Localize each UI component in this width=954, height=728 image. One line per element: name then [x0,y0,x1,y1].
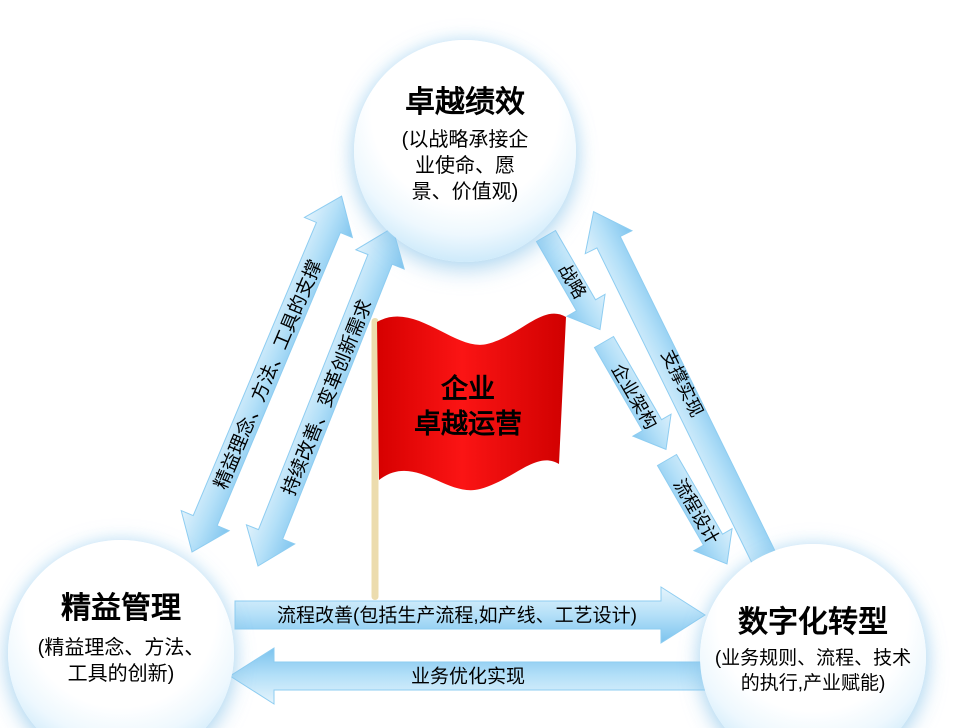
node-lean-management: 精益管理 (精益理念、方法、工具的创新) [8,540,234,728]
node-title: 精益管理 [61,592,181,625]
node-subtitle: (以战略承接企业使命、愿景、价值观) [401,129,529,203]
node-title: 数字化转型 [738,606,888,639]
node-subtitle: (业务规则、流程、技术的执行,产业赋能) [714,648,912,694]
arrow-lean-support [180,195,354,553]
flag-title: 企业 卓越运营 [414,372,522,441]
edge-label-process-improvement: 流程改善(包括生产流程,如产线、工艺设计) [277,605,637,627]
node-performance-excellence: 卓越绩效 (以战略承接企业使命、愿景、价值观) [354,40,576,262]
arrow-strategy [535,229,606,331]
arrow-business-optimization [229,647,713,705]
node-subtitle: (精益理念、方法、工具的创新) [37,637,205,685]
flag-title-line1: 企业 [441,374,495,404]
arrow-support-realization [584,210,777,565]
flag-pole [371,318,379,600]
flag-title-line2: 卓越运营 [414,408,522,439]
edge-label-business-optimization: 业务优化实现 [410,666,526,688]
arrow-enterprise-architecture [593,335,672,451]
arrow-process-design [656,453,733,565]
flag-cloth [377,313,566,491]
node-digital-transformation: 数字化转型 (业务规则、流程、技术的执行,产业赋能) [700,544,926,728]
red-flag-icon [371,313,566,600]
arrow-process-improvement [234,586,706,644]
node-title: 卓越绩效 [405,86,525,119]
